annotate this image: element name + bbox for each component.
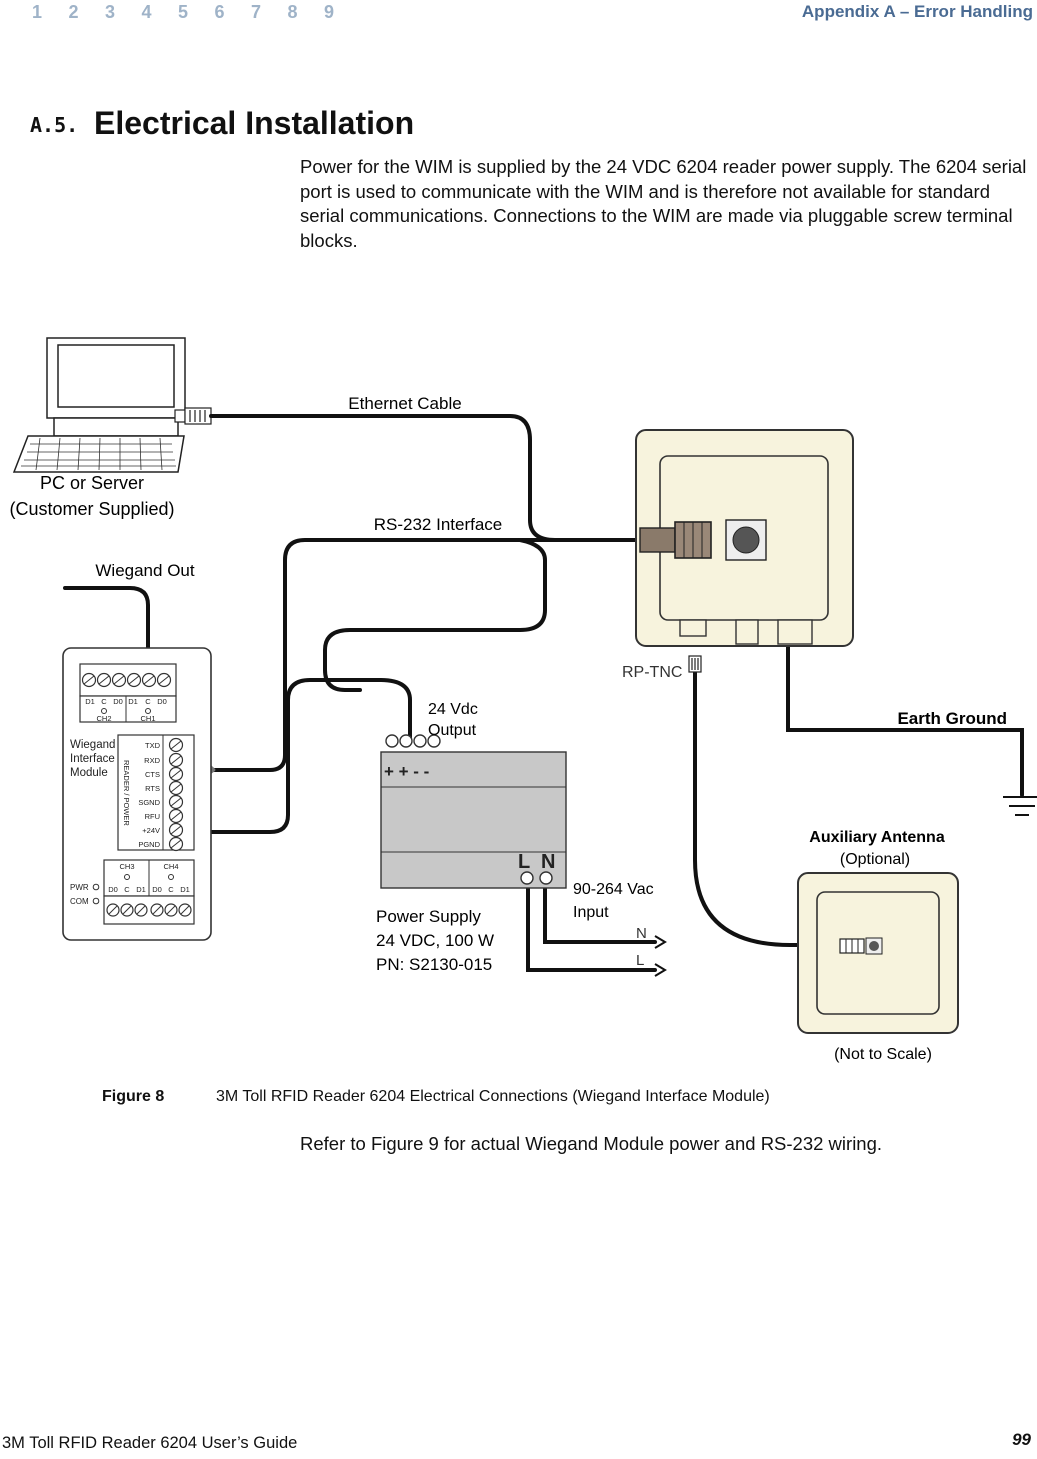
pin-rxd: RXD (144, 756, 160, 765)
psu-label: Power Supply (376, 907, 481, 926)
aux-antenna-label: Auxiliary Antenna (809, 829, 945, 846)
earth-ground-icon (1003, 796, 1037, 816)
chapter-link-7[interactable]: 7 (251, 2, 262, 22)
output-label: 24 Vdc (428, 701, 478, 718)
ac-l-cable (526, 876, 657, 972)
top-terminal-label: D0 (113, 697, 123, 706)
power-loop-cable (194, 678, 412, 834)
input-label: 90-264 Vac (573, 881, 654, 898)
chapter-link-6[interactable]: 6 (214, 2, 225, 22)
bottom-terminal-label: D1 (136, 885, 146, 894)
chapter-link-9[interactable]: 9 (324, 2, 335, 22)
n-label: N (636, 925, 647, 942)
pin-sgnd: SGND (138, 798, 160, 807)
pin-24v: +24V (142, 826, 160, 835)
reference-paragraph: Refer to Figure 9 for actual Wiegand Mod… (300, 1133, 883, 1154)
top-terminal-label: C (145, 697, 151, 706)
psu-ln: L N (518, 851, 555, 873)
com-led-label: COM (70, 897, 89, 906)
section-title: Electrical Installation (94, 105, 415, 141)
reader-unit (635, 429, 854, 647)
aux-antenna-sublabel: (Optional) (840, 851, 910, 868)
rs232-label: RS-232 Interface (374, 515, 503, 534)
wiegand-out-label: Wiegand Out (95, 561, 194, 580)
ch4-label: CH4 (163, 862, 178, 871)
pwr-led-icon (92, 883, 100, 891)
chapter-link-4[interactable]: 4 (141, 2, 152, 22)
bottom-terminal-label: D0 (152, 885, 162, 894)
module-label: Interface (70, 753, 115, 765)
pc-icon (12, 337, 186, 473)
wiring-diagram: PC or Server (Customer Supplied) (9, 337, 1037, 1063)
pin-cts: CTS (145, 770, 160, 779)
running-header: Appendix A – Error Handling (801, 2, 1033, 21)
reader-power-label: READER / POWER (122, 760, 131, 826)
bottom-terminal-label: D0 (108, 885, 118, 894)
output-label: Output (428, 722, 477, 739)
figure-caption: Figure 8 3M Toll RFID Reader 6204 Electri… (102, 1088, 770, 1106)
ac-n-cable (543, 876, 657, 944)
input-label: Input (573, 904, 609, 921)
pin-rfu: RFU (145, 812, 160, 821)
page-number: 99 (1012, 1430, 1031, 1449)
chapter-link-8[interactable]: 8 (287, 2, 298, 22)
module-label: Module (70, 767, 108, 779)
chapter-link-3[interactable]: 3 (105, 2, 116, 22)
intro-paragraph: Power for the WIM is supplied by the 24 … (300, 156, 1027, 251)
rptnc-label: RP-TNC (622, 664, 682, 681)
bottom-terminal-label: D1 (180, 885, 190, 894)
com-led-icon (92, 897, 100, 905)
top-terminal-label: C (101, 697, 107, 706)
pc-label: PC or Server (40, 473, 144, 493)
section-number: A.5. (30, 113, 79, 137)
footer-guide-title: 3M Toll RFID Reader 6204 User’s Guide (2, 1434, 298, 1452)
wiegand-module: D1 C D0 D1 C D0 CH2 CH1 Wiegand Interfac… (62, 647, 212, 941)
antenna-cable (693, 670, 842, 947)
bottom-terminal-label: C (168, 885, 174, 894)
auxiliary-antenna (797, 872, 959, 1034)
earth-ground-cable (786, 638, 1024, 797)
top-terminal-label: D1 (85, 697, 95, 706)
pin-pgnd: PGND (138, 840, 160, 849)
psu-label: PN: S2130-015 (376, 955, 492, 974)
wiegand-out-cable (63, 586, 150, 682)
ch2-label: CH2 (96, 714, 111, 723)
chapter-link-2[interactable]: 2 (68, 2, 79, 22)
top-terminal-label: D1 (128, 697, 138, 706)
l-label: L (636, 952, 644, 969)
psu-polarity: + + - - (384, 762, 429, 781)
earth-ground-label: Earth Ground (897, 709, 1007, 728)
top-terminal-label: D0 (157, 697, 167, 706)
ch3-label: CH3 (119, 862, 134, 871)
scale-note: (Not to Scale) (834, 1046, 932, 1063)
ethernet-plug-icon (174, 407, 212, 425)
module-label: Wiegand (70, 739, 115, 751)
chapter-link-1[interactable]: 1 (32, 2, 43, 22)
ethernet-label: Ethernet Cable (348, 394, 461, 413)
figure-caption-text: 3M Toll RFID Reader 6204 Electrical Conn… (216, 1088, 770, 1105)
psu-label: 24 VDC, 100 W (376, 931, 494, 950)
chapter-navigation: 1 2 3 4 5 6 7 8 9 (32, 2, 361, 23)
chapter-link-5[interactable]: 5 (178, 2, 189, 22)
pwr-led-label: PWR (70, 883, 89, 892)
rs232-cable (194, 538, 642, 772)
ch1-label: CH1 (140, 714, 155, 723)
pin-rts: RTS (145, 784, 160, 793)
bottom-terminal-label: C (124, 885, 130, 894)
pin-txd: TXD (145, 741, 161, 750)
figure-label: Figure 8 (102, 1088, 165, 1105)
pc-sublabel: (Customer Supplied) (9, 499, 174, 519)
power-supply (380, 734, 567, 889)
rptnc-connector-icon (688, 655, 702, 673)
